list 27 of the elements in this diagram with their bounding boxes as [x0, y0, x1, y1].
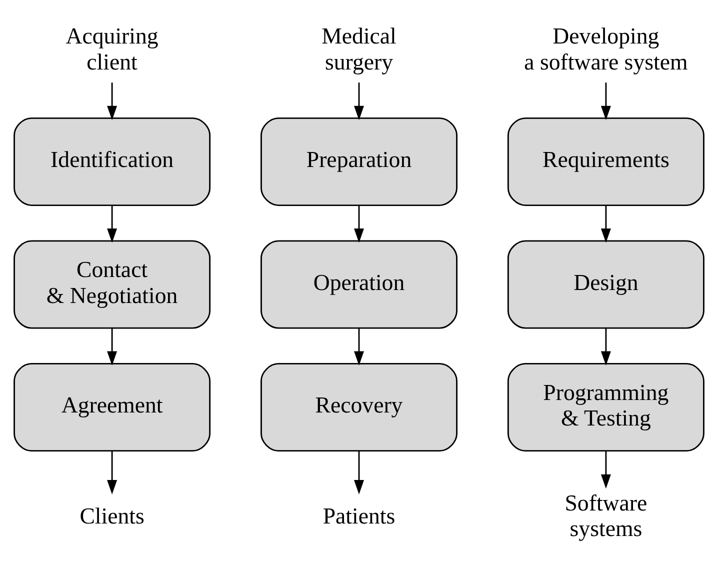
node-text: Patients — [322, 503, 396, 528]
node-text: Clients — [80, 503, 144, 528]
node-text: Medical surgery — [322, 24, 396, 74]
node-text: Acquiring client — [66, 24, 158, 74]
arrow — [107, 328, 118, 366]
arrow — [107, 82, 118, 120]
node-box: Preparation — [260, 118, 458, 206]
arrow — [354, 451, 364, 494]
node-box: Design — [507, 240, 704, 329]
node-box: Programming & Testing — [507, 363, 704, 452]
node-text: Developing a software system — [524, 24, 688, 74]
node-box: Recovery — [260, 363, 458, 452]
arrow — [600, 451, 611, 489]
node-box: Contact & Negotiation — [14, 240, 211, 329]
arrow — [107, 206, 118, 243]
node-box: Operation — [260, 240, 458, 329]
arrow — [600, 206, 611, 243]
arrow — [107, 451, 118, 494]
arrow — [354, 328, 364, 366]
arrow — [354, 206, 364, 243]
node-box: Agreement — [14, 363, 211, 452]
arrow — [354, 82, 364, 120]
arrow — [600, 82, 611, 120]
arrow — [600, 328, 611, 366]
node-box: Identification — [14, 118, 211, 206]
node-text: Software systems — [564, 490, 648, 542]
node-box: Requirements — [507, 118, 704, 206]
